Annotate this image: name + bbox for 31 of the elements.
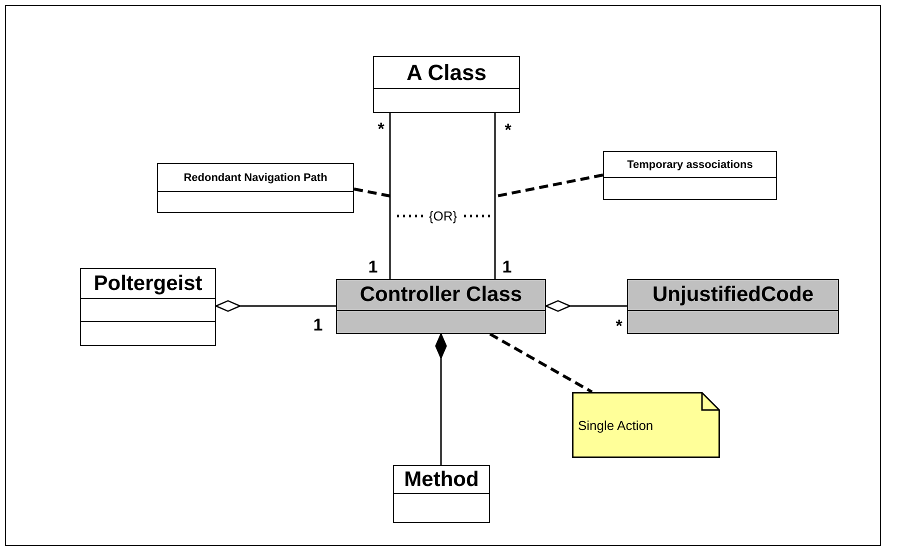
multiplicity-label: 1: [313, 316, 323, 334]
multiplicity-label: 1: [368, 258, 378, 276]
constraint-label: {OR}: [428, 210, 458, 222]
dashed-link-line: [489, 332, 593, 394]
multiplicity-label: *: [616, 318, 622, 334]
multiplicity-label: 1: [502, 258, 512, 276]
association-line: [389, 113, 391, 279]
aggregation-line: [545, 300, 627, 312]
class-box: [80, 268, 216, 346]
class-name: Controller Class: [360, 283, 522, 307]
aggregation-line: [215, 300, 336, 312]
class-name: Method: [404, 468, 479, 492]
class-box: [157, 163, 354, 213]
class-name: Redondant Navigation Path: [184, 172, 328, 184]
aggregation-line: [435, 333, 447, 465]
multiplicity-label: *: [378, 120, 384, 138]
class-name: Temporary associations: [627, 158, 753, 170]
class-name: UnjustifiedCode: [652, 283, 814, 307]
note-text: Single Action: [578, 418, 654, 433]
class-box: [603, 151, 777, 200]
class-box: [393, 465, 490, 523]
note-box: [572, 392, 720, 458]
leader-line: [496, 174, 604, 198]
association-line: [494, 113, 496, 279]
class-box: [336, 279, 546, 334]
class-name: Poltergeist: [94, 272, 202, 296]
class-box: [627, 279, 839, 334]
class-box: [373, 56, 520, 113]
multiplicity-label: *: [504, 122, 512, 138]
leader-line: [354, 188, 390, 198]
class-name: A Class: [406, 60, 486, 86]
